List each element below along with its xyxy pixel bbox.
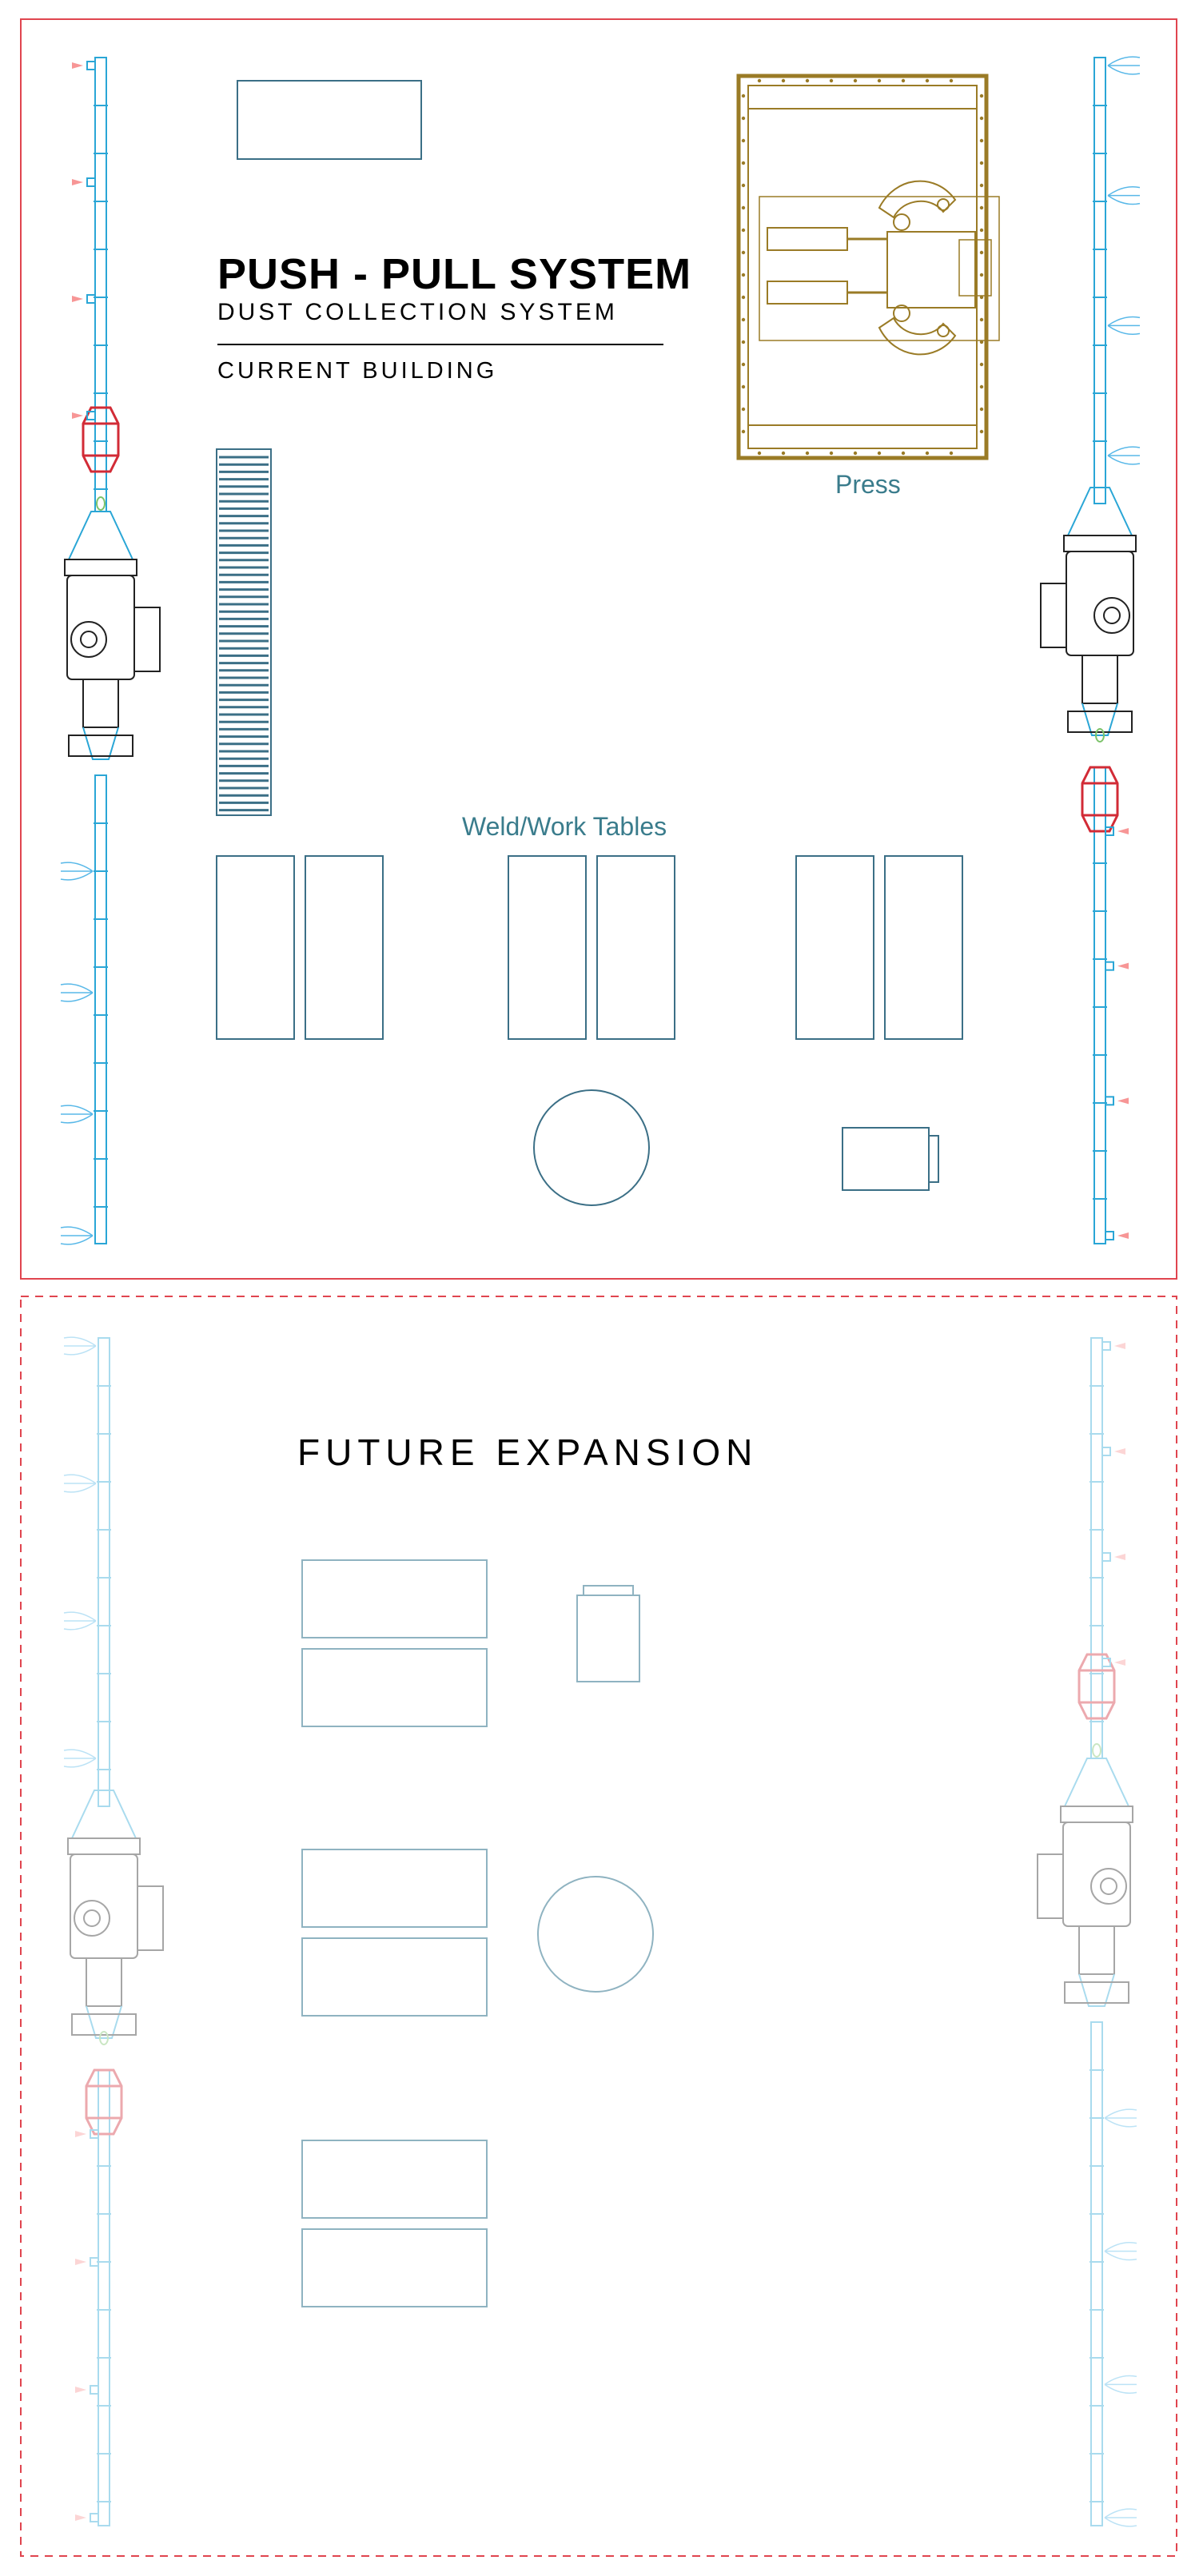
duct-lower-run — [94, 774, 108, 1244]
future-expansion-boundary — [20, 1296, 1177, 2557]
pull-intake — [1104, 2375, 1137, 2394]
pull-intake — [60, 1105, 94, 1124]
push-nozzle — [72, 177, 96, 187]
push-nozzle — [1105, 1096, 1129, 1106]
page-title: PUSH - PULL SYSTEM — [217, 250, 692, 298]
push-nozzle — [1101, 1341, 1125, 1351]
future-round-fixture — [537, 1876, 654, 1993]
current-building-label: CURRENT BUILDING — [217, 358, 498, 384]
pull-intake — [63, 1474, 97, 1493]
flow-sensor — [1092, 1743, 1101, 1758]
pull-intake — [1107, 186, 1141, 205]
pull-intake — [1104, 2242, 1137, 2261]
pull-intake — [1107, 446, 1141, 465]
duct-lower-run — [1089, 2021, 1104, 2526]
flow-sensor — [96, 496, 106, 511]
future-duct-left — [63, 1336, 164, 2526]
pull-intake — [63, 1336, 97, 1356]
pull-intake — [63, 1611, 97, 1630]
pull-intake — [60, 862, 94, 881]
push-nozzle — [1101, 1658, 1125, 1667]
current-building-boundary — [20, 18, 1177, 1280]
flow-sensor — [1095, 728, 1105, 743]
push-nozzle — [1105, 961, 1129, 971]
pull-intake — [1104, 2108, 1137, 2128]
press-label: Press — [835, 470, 901, 499]
push-nozzle — [72, 294, 96, 304]
flow-sensor — [99, 2031, 109, 2045]
duct-lower-run — [1093, 766, 1107, 1244]
material-rack — [216, 448, 272, 816]
future-cabinet — [576, 1585, 640, 1682]
push-nozzle — [1101, 1447, 1125, 1456]
weld-work-tables — [216, 855, 963, 1040]
push-nozzle — [75, 2257, 99, 2267]
fan-housing — [1037, 1758, 1133, 2007]
duct-upper-run — [94, 57, 108, 512]
future-tables — [301, 1559, 488, 2307]
push-pull-duct-left — [60, 57, 161, 1245]
pull-intake — [1107, 316, 1141, 335]
push-nozzle — [75, 2129, 99, 2139]
fan-housing — [1040, 487, 1137, 736]
push-pull-duct-right — [1040, 56, 1141, 1244]
small-cabinet — [842, 1127, 939, 1191]
inline-filter — [1081, 766, 1119, 833]
duct-lower-run — [97, 2069, 111, 2526]
duct-upper-run — [1089, 1337, 1104, 1759]
pull-intake — [60, 1226, 94, 1245]
fan-housing — [67, 1790, 164, 2039]
press-machine — [736, 74, 1000, 460]
inline-filter — [85, 2068, 123, 2136]
pull-intake — [60, 983, 94, 1002]
pull-intake — [1104, 2508, 1137, 2527]
page-subtitle: DUST COLLECTION SYSTEM — [217, 299, 618, 325]
push-nozzle — [72, 61, 96, 70]
pull-intake — [1107, 56, 1141, 75]
future-expansion-label: FUTURE EXPANSION — [297, 1431, 759, 1473]
push-nozzle — [75, 2513, 99, 2522]
future-duct-right — [1037, 1337, 1137, 2527]
push-nozzle — [72, 411, 96, 420]
storage-rect — [237, 80, 422, 160]
inline-filter — [82, 406, 120, 473]
inline-filter — [1078, 1653, 1116, 1720]
round-fixture — [533, 1089, 650, 1206]
push-nozzle — [75, 2385, 99, 2395]
push-nozzle — [1105, 826, 1129, 836]
push-nozzle — [1105, 1231, 1129, 1240]
pull-intake — [63, 1749, 97, 1768]
duct-upper-run — [1093, 57, 1107, 504]
fan-housing — [64, 511, 161, 760]
push-nozzle — [1101, 1552, 1125, 1562]
duct-upper-run — [97, 1337, 111, 1807]
weld-tables-label: Weld/Work Tables — [462, 812, 667, 841]
